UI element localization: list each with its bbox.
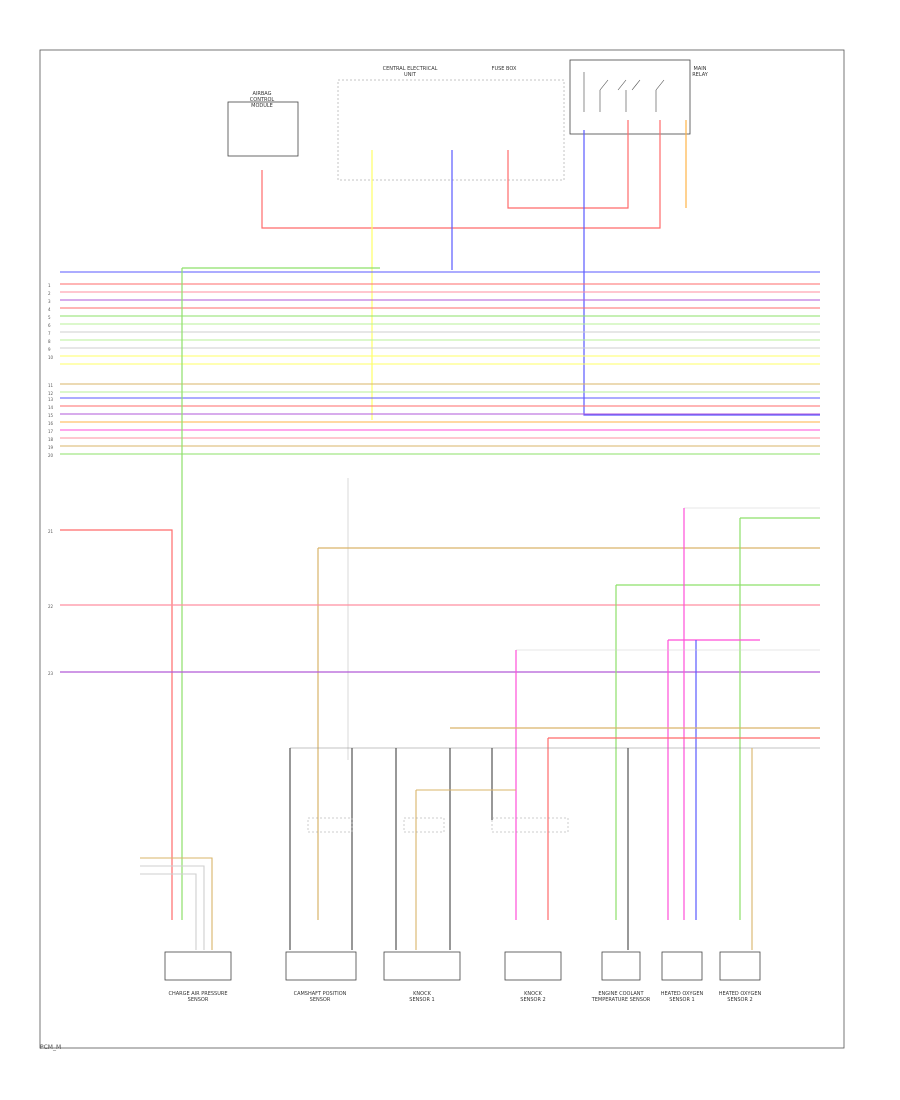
svg-text:16: 16 [48,421,54,426]
svg-text:10: 10 [48,355,54,360]
svg-text:18: 18 [48,437,54,442]
diagram-frame [39,49,845,1049]
svg-text:1: 1 [48,283,51,288]
svg-text:22: 22 [48,604,54,609]
component-box-top-left [227,101,299,157]
svg-text:6: 6 [48,323,51,328]
svg-text:5: 5 [48,315,51,320]
svg-text:20: 20 [48,453,54,458]
wire-bundle [60,271,820,455]
lower-wires [60,507,820,920]
svg-text:9: 9 [48,347,51,352]
connector-regions [307,817,569,833]
svg-text:4: 4 [48,307,51,312]
svg-text:23: 23 [48,671,54,676]
svg-text:14: 14 [48,405,54,410]
svg-text:3: 3 [48,299,51,304]
component-box-top-middle [337,79,565,181]
svg-text:11: 11 [48,383,54,388]
svg-text:7: 7 [48,331,51,336]
svg-text:15: 15 [48,413,54,418]
relay-box [569,59,691,135]
svg-text:2: 2 [48,291,51,296]
sensor-wires [140,748,753,950]
svg-text:8: 8 [48,339,51,344]
relay-contacts [583,72,665,112]
top-wires [182,120,820,420]
component-label-fuse_box: FUSE BOX [492,66,517,72]
diagram-code: PCM_M [40,1044,62,1051]
svg-text:12: 12 [48,391,54,396]
svg-text:13: 13 [48,397,54,402]
svg-text:17: 17 [48,429,54,434]
svg-text:21: 21 [48,529,54,534]
svg-text:19: 19 [48,445,54,450]
bottom-components [164,951,761,981]
